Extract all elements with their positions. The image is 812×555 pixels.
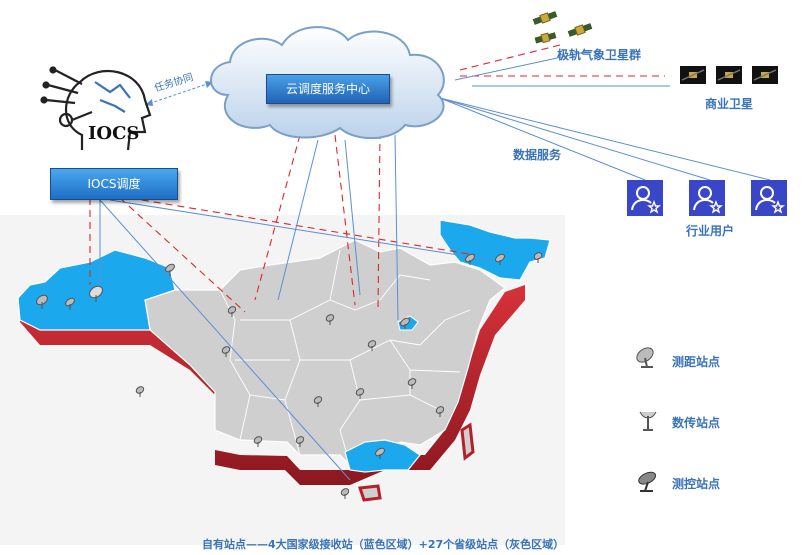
connection-lines [89,44,771,481]
iocs-logo-text: IOCS [88,123,140,144]
user-star-icon [751,180,787,216]
user-star-icon [689,180,725,216]
iocs-dispatch-box[interactable]: IOCS调度 [50,168,178,200]
cloud-center-box[interactable]: 云调度服务中心 [266,74,390,104]
legend-icons [636,347,657,492]
ai-head-icon [40,66,152,151]
island-hainan [357,484,382,502]
china-map [17,219,551,502]
map-caption: 自有站点——4大国家级接收站（蓝色区域）+27个省级站点（灰色区域） [202,538,565,551]
user-star-icon [627,180,663,216]
industry-user-icons [627,180,787,216]
transfer-antenna-icon [639,411,657,431]
map-station-icons [36,252,543,499]
commercial-satellites [680,66,778,84]
industry-users-label: 行业用户 [686,224,735,238]
cloud-center-label: 云调度服务中心 [285,82,370,96]
legend-ranging-label: 测距站点 [672,355,721,369]
map-extrusion [20,285,525,485]
commercial-satellite-label: 商业卫星 [705,97,754,111]
province-borders [219,249,471,466]
iocs-dispatch-label: IOCS调度 [87,177,141,191]
polar-satellite-label: 极轨气象卫星群 [557,48,642,62]
region-guangdong [344,439,421,473]
island-taiwan [460,422,475,461]
legend-transfer-label: 数传站点 [672,416,721,430]
data-service-label: 数据服务 [513,148,562,162]
tc-dish-icon [638,471,657,492]
legend-tc-label: 测控站点 [672,477,721,491]
polar-satellites [532,11,593,44]
ranging-dish-icon [636,347,654,368]
